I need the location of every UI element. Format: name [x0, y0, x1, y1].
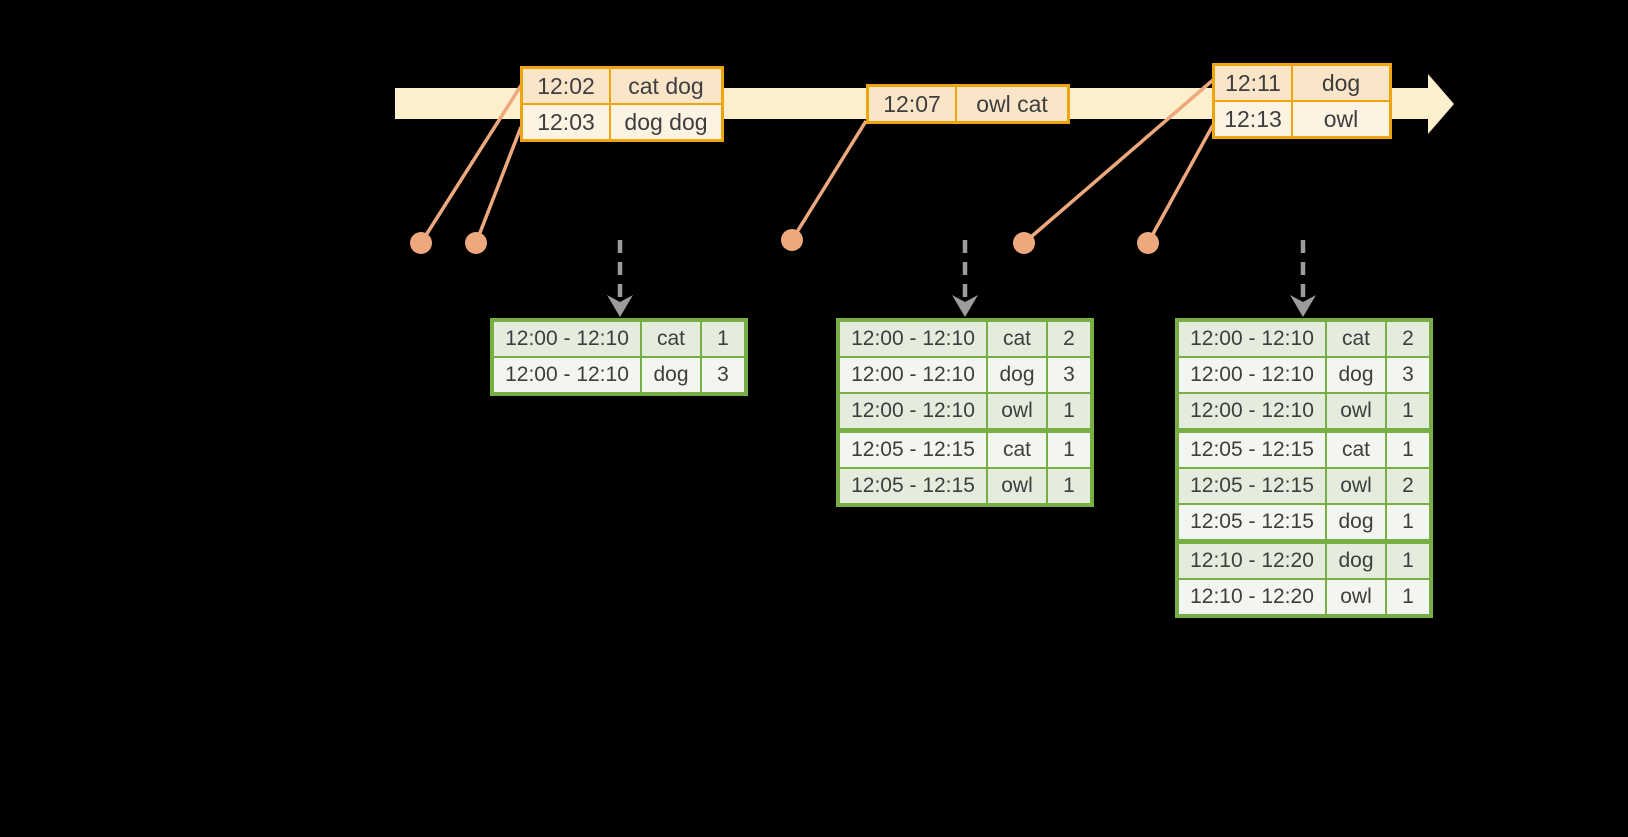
- table-row: 12:03 dog dog: [523, 103, 721, 139]
- count-cell: 2: [1046, 322, 1090, 356]
- connector-line: [419, 83, 524, 244]
- table-row: 12:07 owl cat: [869, 87, 1067, 121]
- event-dot: [410, 232, 432, 254]
- window-cell: 12:00 - 12:10: [851, 363, 975, 386]
- count-cell: 3: [700, 358, 744, 392]
- window-cell: 12:00 - 12:10: [505, 363, 629, 386]
- count-cell: 1: [1046, 469, 1090, 503]
- count-cell: 3: [1385, 358, 1429, 392]
- count-cell: 3: [1046, 358, 1090, 392]
- count-cell: 2: [1385, 322, 1429, 356]
- window-cell: 12:05 - 12:15: [1190, 474, 1314, 497]
- window-cell: 12:00 - 12:10: [1190, 363, 1314, 386]
- event-table-3: 12:11 dog 12:13 owl: [1212, 63, 1392, 139]
- word-cell: dog: [986, 358, 1046, 392]
- trigger-arrowhead-icon: [952, 295, 978, 317]
- event-time-cell: 12:03: [537, 108, 595, 135]
- word-cell: owl: [1325, 394, 1385, 428]
- window-cell: 12:10 - 12:20: [1190, 549, 1314, 572]
- word-cell: dog: [1325, 358, 1385, 392]
- table-row: 12:02 cat dog: [523, 69, 721, 103]
- event-table-1: 12:02 cat dog 12:03 dog dog: [520, 66, 724, 142]
- event-dot: [1137, 232, 1159, 254]
- event-words-cell: dog: [1291, 66, 1389, 100]
- word-cell: cat: [986, 433, 1046, 467]
- connector-line: [790, 120, 868, 241]
- window-cell: 12:00 - 12:10: [1190, 399, 1314, 422]
- event-dot: [781, 229, 803, 251]
- trigger-arrowhead-icon: [607, 295, 633, 317]
- window-cell: 12:05 - 12:15: [851, 438, 975, 461]
- count-cell: 1: [1385, 544, 1429, 578]
- count-cell: 1: [1385, 433, 1429, 467]
- count-cell: 1: [1385, 580, 1429, 614]
- connector-line: [1146, 124, 1215, 244]
- word-cell: owl: [986, 469, 1046, 503]
- timeline-arrowhead-icon: [1428, 74, 1454, 134]
- connector-line: [1022, 78, 1215, 245]
- trigger-arrows: [607, 240, 1316, 317]
- count-cell: 1: [700, 322, 744, 356]
- count-cell: 1: [1046, 394, 1090, 428]
- event-words-cell: owl cat: [955, 87, 1067, 121]
- count-cell: 1: [1385, 505, 1429, 539]
- connector-lines: [419, 78, 1215, 245]
- window-cell: 12:05 - 12:15: [851, 474, 975, 497]
- event-words-cell: dog dog: [609, 105, 721, 139]
- word-cell: cat: [640, 322, 700, 356]
- event-dot: [1013, 232, 1035, 254]
- event-table-2: 12:07 owl cat: [866, 84, 1070, 124]
- window-cell: 12:00 - 12:10: [505, 327, 629, 350]
- table-row: 12:11 dog: [1215, 66, 1389, 100]
- window-cell: 12:10 - 12:20: [1190, 585, 1314, 608]
- window-cell: 12:00 - 12:10: [1190, 327, 1314, 350]
- word-cell: cat: [1325, 322, 1385, 356]
- count-cell: 1: [1046, 433, 1090, 467]
- window-cell: 12:00 - 12:10: [851, 327, 975, 350]
- event-time-cell: 12:13: [1224, 105, 1282, 132]
- count-cell: 1: [1385, 394, 1429, 428]
- window-cell: 12:05 - 12:15: [1190, 510, 1314, 533]
- word-cell: cat: [986, 322, 1046, 356]
- trigger-arrowhead-icon: [1290, 295, 1316, 317]
- window-cell: 12:00 - 12:10: [851, 399, 975, 422]
- window-cell: 12:05 - 12:15: [1190, 438, 1314, 461]
- connector-line: [474, 126, 523, 244]
- event-time-cell: 12:11: [1225, 69, 1281, 96]
- word-cell: cat: [1325, 433, 1385, 467]
- word-cell: dog: [1325, 544, 1385, 578]
- event-words-cell: owl: [1291, 102, 1389, 136]
- word-cell: dog: [1325, 505, 1385, 539]
- table-row: 12:13 owl: [1215, 100, 1389, 136]
- event-dot: [465, 232, 487, 254]
- word-cell: owl: [1325, 580, 1385, 614]
- event-time-cell: 12:07: [883, 90, 941, 117]
- event-time-cell: 12:02: [537, 72, 595, 99]
- word-cell: dog: [640, 358, 700, 392]
- event-words-cell: cat dog: [609, 69, 721, 103]
- count-cell: 2: [1385, 469, 1429, 503]
- word-cell: owl: [1325, 469, 1385, 503]
- word-cell: owl: [986, 394, 1046, 428]
- event-dots: [410, 229, 1159, 254]
